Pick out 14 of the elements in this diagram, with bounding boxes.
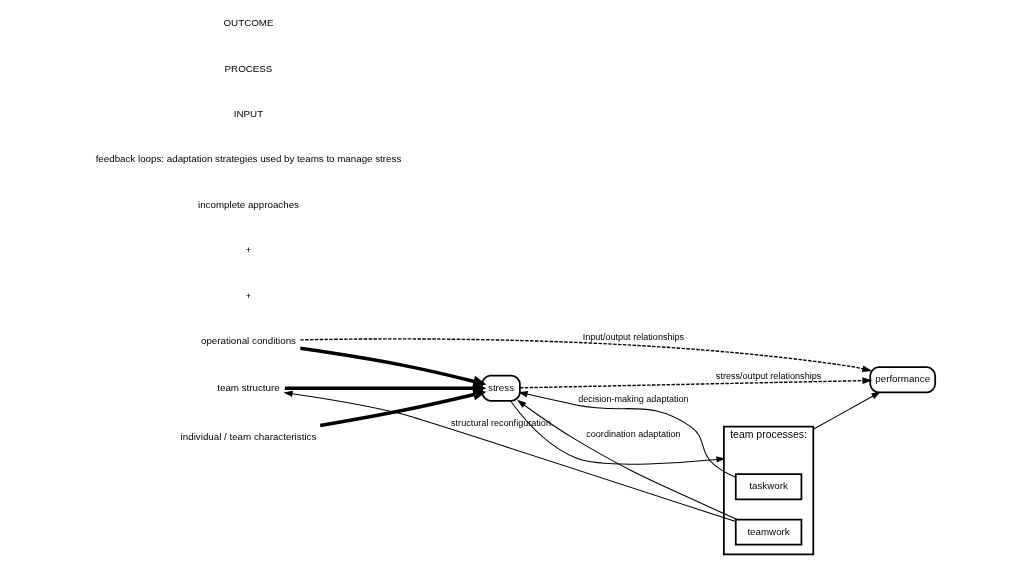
label: INPUT <box>233 107 263 119</box>
label: PROCESS <box>224 62 272 74</box>
edge-label: Input/output relationships <box>582 332 684 343</box>
label: OUTCOME <box>223 17 273 29</box>
node-text: operational conditions <box>200 334 296 346</box>
edge-label: stress/output relationships <box>715 371 821 382</box>
edge-label: decision-making adaptation <box>577 394 689 405</box>
edge-label: coordination adaptation <box>585 429 681 440</box>
label: incomplete approaches <box>197 198 299 210</box>
label: + <box>245 289 251 301</box>
node-text: individual / team characteristics <box>180 430 316 442</box>
label: feedback loops: adaptation strategies used by teams to manage stress <box>95 153 401 165</box>
node-text: team structure <box>216 381 280 393</box>
label: + <box>245 244 251 256</box>
